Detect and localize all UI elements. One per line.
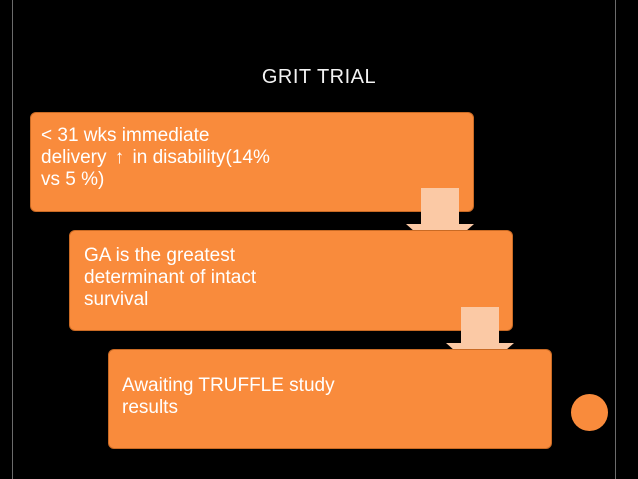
step-1-line-2-post: in disability(14% bbox=[132, 147, 270, 168]
step-1-line-2: delivery ↑ in disability(14% bbox=[41, 147, 351, 169]
step-1-text: < 31 wks immediate delivery ↑ in disabil… bbox=[41, 125, 351, 191]
step-1-line-1: < 31 wks immediate bbox=[41, 125, 210, 146]
down-arrow-icon bbox=[461, 307, 499, 343]
slide-frame bbox=[12, 0, 616, 479]
circle-icon[interactable] bbox=[571, 394, 608, 431]
step-3-line-2: results bbox=[122, 397, 178, 418]
step-box-3: Awaiting TRUFFLE study results bbox=[108, 349, 552, 449]
step-box-2: GA is the greatest determinant of intact… bbox=[69, 230, 513, 331]
step-2-line-3: survival bbox=[84, 289, 149, 310]
step-2-text: GA is the greatest determinant of intact… bbox=[84, 245, 354, 311]
step-2-line-2: determinant of intact bbox=[84, 267, 257, 288]
step-1-line-2-pre: delivery bbox=[41, 147, 107, 168]
step-box-1: < 31 wks immediate delivery ↑ in disabil… bbox=[30, 112, 474, 212]
slide-title: GRIT TRIAL bbox=[261, 66, 377, 88]
step-3-line-1: Awaiting TRUFFLE study bbox=[122, 375, 335, 396]
step-2-line-1: GA is the greatest bbox=[84, 245, 236, 266]
step-3-text: Awaiting TRUFFLE study results bbox=[122, 375, 422, 419]
step-1-line-3: vs 5 %) bbox=[41, 169, 105, 190]
down-arrow-icon bbox=[421, 188, 459, 224]
up-arrow-icon: ↑ bbox=[114, 147, 125, 168]
